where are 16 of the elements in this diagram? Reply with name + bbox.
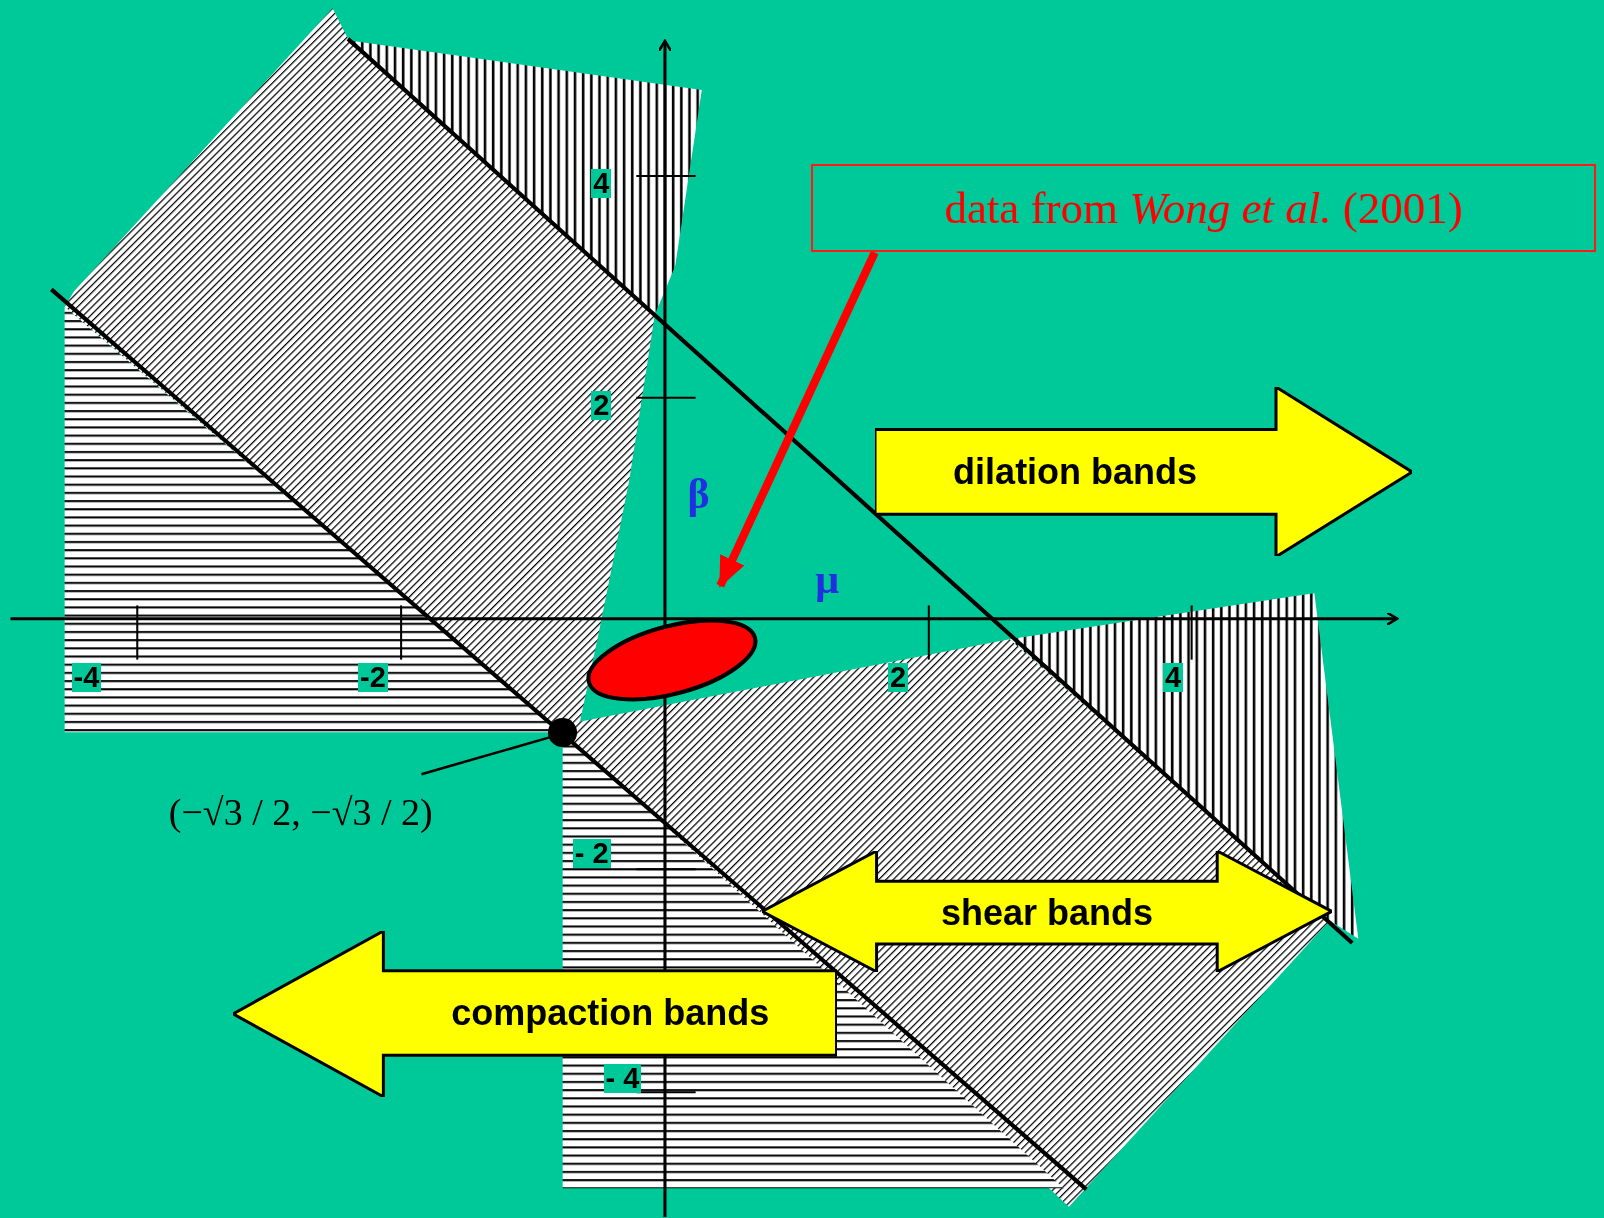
axis-label: μ xyxy=(815,557,840,600)
arrow xyxy=(716,250,879,588)
citation-text: data from Wong et al. (2001) xyxy=(944,181,1463,234)
data-ellipse xyxy=(586,617,758,702)
tick-label: -2 xyxy=(358,662,388,692)
citation-box xyxy=(811,163,1596,252)
band-label: shear bands xyxy=(939,890,1154,935)
coordinate-label: (−√3 / 2, −√3 / 2) xyxy=(168,789,433,834)
point-marker xyxy=(548,718,577,747)
leader-line xyxy=(421,736,550,776)
axis-label: β xyxy=(687,472,710,515)
tick-label: 2 xyxy=(591,390,612,420)
band-label: dilation bands xyxy=(952,449,1199,494)
band-label: compaction bands xyxy=(450,990,771,1035)
tick-label: 4 xyxy=(1163,662,1184,692)
tick-label: 4 xyxy=(591,168,612,198)
